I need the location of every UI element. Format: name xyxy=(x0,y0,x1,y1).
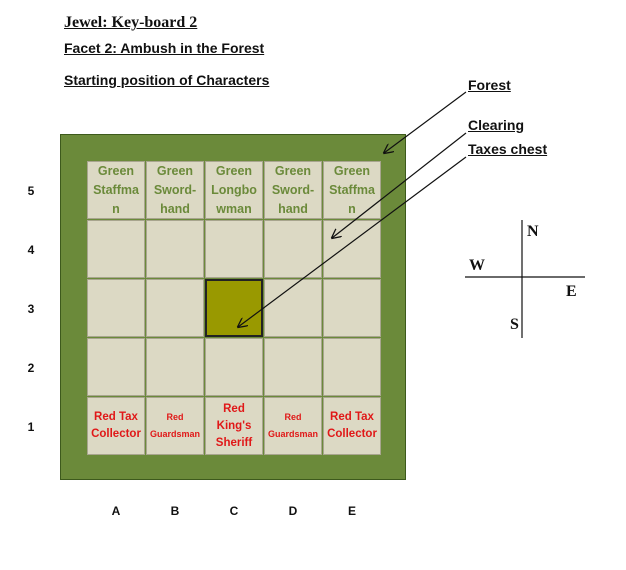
cell-e1-label: Red Tax Collector xyxy=(327,411,377,440)
cell-d5-label: Green Sword- hand xyxy=(271,163,315,216)
col-label-d: D xyxy=(288,504,298,518)
compass-n: N xyxy=(527,223,539,240)
cell-d5[interactable]: Green Sword- hand xyxy=(264,161,322,219)
label-forest: Forest xyxy=(468,77,511,93)
label-taxes-chest: Taxes chest xyxy=(468,141,548,157)
cell-c4[interactable] xyxy=(205,220,263,278)
cell-a4[interactable] xyxy=(87,220,145,278)
label-clearing: Clearing xyxy=(468,117,525,133)
cell-c2[interactable] xyxy=(205,338,263,396)
cell-e4[interactable] xyxy=(323,220,381,278)
cell-e5[interactable]: Green Staffma n xyxy=(323,161,381,219)
row-label-2: 2 xyxy=(27,361,35,375)
cell-b4[interactable] xyxy=(146,220,204,278)
compass-e: E xyxy=(566,283,577,300)
arrow-taxes-chest xyxy=(238,156,467,327)
cell-a1[interactable]: Red Tax Collector xyxy=(87,397,145,455)
col-label-e: E xyxy=(347,504,356,518)
cell-c1-label: Red King's Sheriff xyxy=(215,402,253,449)
cell-a1-label: Red Tax Collector xyxy=(91,411,141,440)
col-label-b: B xyxy=(170,504,180,518)
cell-b5[interactable]: Green Sword- hand xyxy=(146,161,204,219)
row-label-3: 3 xyxy=(27,302,35,316)
cell-d3[interactable] xyxy=(264,279,322,337)
compass-w: W xyxy=(469,257,485,274)
col-label-c: C xyxy=(229,504,239,518)
cell-b1-label: Red Guardsman xyxy=(149,412,200,439)
cell-c1[interactable]: Red King's Sheriff xyxy=(205,397,263,455)
cell-b5-label: Green Sword- hand xyxy=(153,163,197,216)
cell-a5-label: Green Staffma n xyxy=(93,163,139,216)
cell-d4[interactable] xyxy=(264,220,322,278)
cell-c5[interactable]: Green Longbo wman xyxy=(205,161,263,219)
cell-e3[interactable] xyxy=(323,279,381,337)
row-label-5: 5 xyxy=(27,184,35,198)
cell-a5[interactable]: Green Staffma n xyxy=(87,161,145,219)
cell-b2[interactable] xyxy=(146,338,204,396)
cell-d2[interactable] xyxy=(264,338,322,396)
facet-heading: Facet 2: Ambush in the Forest xyxy=(64,40,265,56)
row-label-1: 1 xyxy=(27,420,35,434)
cell-b1[interactable]: Red Guardsman xyxy=(146,397,204,455)
compass-s: S xyxy=(510,316,519,333)
cell-c5-label: Green Longbo wman xyxy=(211,163,257,216)
cell-a3[interactable] xyxy=(87,279,145,337)
cell-a2[interactable] xyxy=(87,338,145,396)
col-label-a: A xyxy=(111,504,121,518)
cell-e1[interactable]: Red Tax Collector xyxy=(323,397,381,455)
game-board: Green Staffma n Green Sword- hand Green … xyxy=(60,134,406,480)
cell-e5-label: Green Staffma n xyxy=(329,163,375,216)
section-subtitle: Starting position of Characters xyxy=(64,72,270,88)
cell-d1-label: Red Guardsman xyxy=(267,412,318,439)
row-label-4: 4 xyxy=(27,243,35,257)
cell-b3[interactable] xyxy=(146,279,204,337)
page-title: Jewel: Key-board 2 xyxy=(64,14,198,31)
arrow-clearing xyxy=(332,132,467,238)
cell-d1[interactable]: Red Guardsman xyxy=(264,397,322,455)
arrow-forest xyxy=(384,91,467,153)
cell-c3-taxes-chest[interactable] xyxy=(205,279,263,337)
cell-e2[interactable] xyxy=(323,338,381,396)
